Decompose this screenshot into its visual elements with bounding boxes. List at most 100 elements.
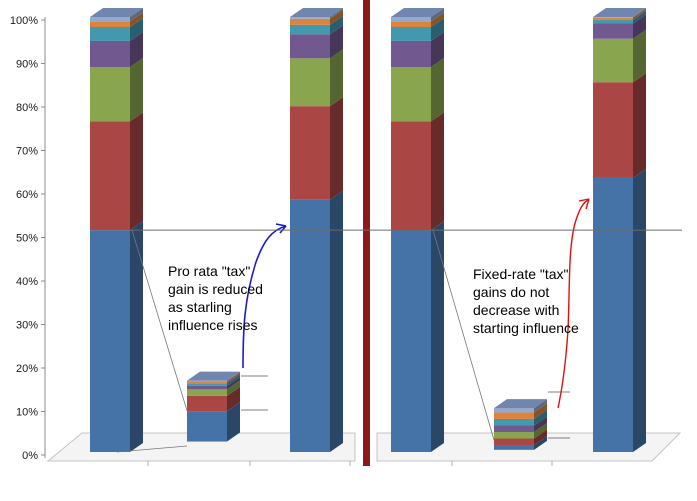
bar-segment: [494, 412, 534, 419]
bar-segment-side: [130, 8, 143, 22]
bar-segment-side: [330, 8, 343, 19]
bar-segment: [494, 431, 534, 439]
y-tick-label: 30%: [16, 320, 38, 332]
bar-segment: [391, 21, 431, 28]
bar-segment-side: [534, 436, 547, 450]
bar-segment-side: [227, 374, 240, 386]
y-tick-label: 80%: [16, 102, 38, 114]
bar-segment-side: [330, 97, 343, 200]
bar-segment-side: [633, 11, 646, 24]
bar-segment-side: [330, 9, 343, 25]
bar-segment: [90, 121, 130, 231]
bar-segment-side: [431, 58, 444, 122]
bar-segment: [391, 121, 431, 231]
bar-segment-side: [330, 49, 343, 107]
bar-segment-side: [130, 221, 143, 452]
bar-segment: [494, 438, 534, 446]
bar-segment: [90, 230, 130, 452]
y-tick-label: 20%: [16, 363, 38, 375]
bar-segment-side: [227, 372, 240, 384]
bar-segment: [290, 18, 330, 25]
bar-segment-side: [534, 403, 547, 419]
bar-segment: [391, 40, 431, 68]
bar-segment: [90, 17, 130, 22]
bar-segment: [593, 23, 633, 39]
bar-segment-side: [431, 31, 444, 68]
y-tick-label: 90%: [16, 59, 38, 71]
y-tick-label: 0%: [22, 450, 38, 462]
bar-segment-side: [130, 18, 143, 41]
bar-segment: [187, 385, 227, 390]
bar-segment-side: [330, 15, 343, 35]
bar-segment: [187, 395, 227, 412]
blue-arrow-head: [275, 223, 287, 234]
bar-stack-a: [90, 8, 143, 452]
panel-divider: [363, 0, 370, 466]
bar-segment-side: [633, 14, 646, 39]
y-tick-label: 40%: [16, 276, 38, 288]
bar-segment-side: [534, 422, 547, 439]
leader-line: [432, 230, 495, 441]
annotation-overlay: [116, 0, 682, 466]
bar-segment-side: [633, 168, 646, 452]
y-tick-label: 50%: [16, 233, 38, 245]
bar-segment-side: [431, 112, 444, 231]
bar-segment-side: [633, 8, 646, 21]
bar-segment: [494, 425, 534, 432]
bar-segment: [494, 408, 534, 413]
bar-segment-side: [431, 12, 444, 28]
bar-stack-b: [187, 371, 240, 442]
bar-stack-f: [593, 8, 646, 452]
bar-segment-side: [431, 221, 444, 452]
bar-segment: [593, 38, 633, 83]
y-tick-label: 60%: [16, 189, 38, 201]
red-arrow: [557, 199, 589, 409]
bar-segment: [391, 67, 431, 122]
bar-segment: [90, 27, 130, 41]
y-tick-label: 70%: [16, 146, 38, 158]
bar-segment-side: [227, 402, 240, 442]
bar-segment: [494, 418, 534, 426]
bar-segment: [90, 40, 130, 68]
bar-top: [391, 8, 444, 17]
bar-segment-side: [431, 18, 444, 41]
bar-segment-side: [227, 371, 240, 382]
leader-line: [131, 230, 188, 411]
bar-segment: [391, 27, 431, 41]
blue-arrow: [242, 225, 287, 369]
bar-stacks: [90, 8, 646, 452]
y-tick-label: 10%: [16, 407, 38, 419]
bar-segment: [593, 17, 633, 18]
bar-segment-side: [227, 380, 240, 396]
leader-line: [116, 445, 188, 453]
bar-segment-side: [227, 376, 240, 390]
bar-segment-side: [534, 429, 547, 446]
bar-segment: [391, 230, 431, 452]
bar-segment: [593, 177, 633, 452]
bar-segment: [290, 106, 330, 200]
bar-stack-e: [494, 399, 547, 450]
bar-segment: [187, 380, 227, 382]
bar-segment-side: [633, 8, 646, 18]
bar-segment: [187, 383, 227, 386]
bar-segment-side: [130, 112, 143, 231]
bar-segment: [290, 58, 330, 107]
bar-segment: [593, 20, 633, 24]
bar-segment: [290, 24, 330, 35]
y-axis: 0%10%20%30%40%50%60%70%80%90%100%: [10, 15, 46, 462]
bar-segment-side: [130, 12, 143, 28]
bar-segment: [187, 389, 227, 396]
bar-top: [290, 8, 343, 17]
bar-stack-c: [290, 8, 343, 452]
bar-segment-side: [330, 25, 343, 59]
bar-segment: [391, 17, 431, 22]
bar-top: [90, 8, 143, 17]
bar-segment: [290, 199, 330, 452]
red-arrow-head: [578, 198, 590, 210]
bar-segment: [290, 17, 330, 19]
bar-segment-side: [431, 8, 444, 22]
bar-segment-side: [330, 190, 343, 452]
bar-segment-side: [633, 73, 646, 178]
bar-segment: [593, 82, 633, 178]
